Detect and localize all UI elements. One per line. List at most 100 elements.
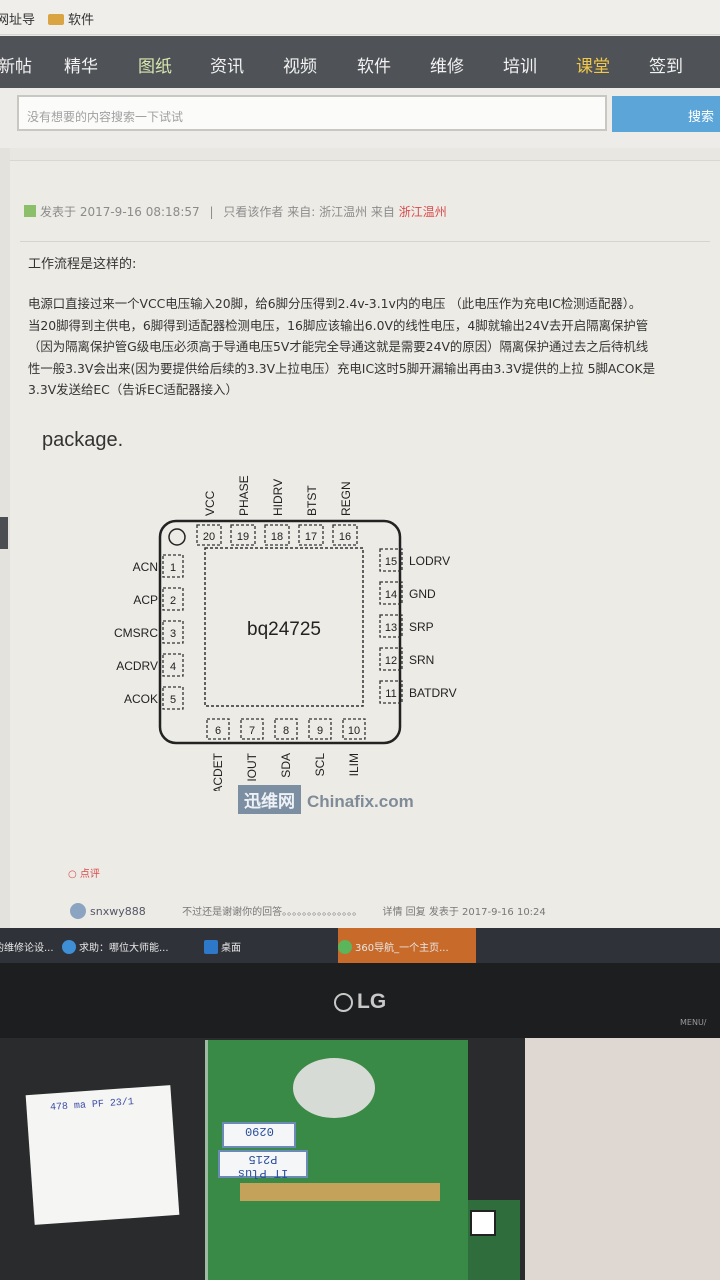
pin-pad	[379, 614, 403, 638]
location: 浙江温州	[319, 205, 368, 219]
pin-pad	[162, 620, 184, 644]
desk-surface	[525, 1038, 720, 1280]
pin-number: 4	[170, 661, 176, 673]
pin-label: IOUT	[245, 752, 259, 781]
reply-row: snxwy888 不过还是谢谢你的回答。。。。。。。。。。。。。。。 详情 回复…	[70, 903, 720, 919]
nav-item-classroom[interactable]: 课堂	[576, 57, 610, 77]
pin-number: 18	[271, 531, 283, 543]
search-input[interactable]: 没有想要的内容搜索一下试试	[17, 95, 607, 131]
pin-number: 20	[203, 531, 215, 543]
pin-label: PHASE	[237, 475, 251, 516]
post-line: 3.3V发送给EC（告诉EC适配器接入）	[28, 382, 238, 397]
post-body: 电源口直接过来一个VCC电压输入20脚，给6脚分压得到2.4v-3.1v内的电压…	[28, 293, 718, 401]
pin-label: ILIM	[347, 753, 361, 776]
pin-pad	[379, 581, 403, 605]
nav-item-featured[interactable]: 精华	[64, 57, 98, 77]
post-line: 电源口直接过来一个VCC电压输入20脚，给6脚分压得到2.4v-3.1v内的电压…	[28, 296, 642, 311]
pin-pad	[196, 524, 222, 546]
pin-pad	[206, 718, 230, 740]
pin-number: 5	[170, 694, 176, 706]
reply-text: 不过还是谢谢你的回答。。。。。。。。。。。。。。。	[182, 907, 363, 918]
pin-number: 15	[385, 556, 397, 568]
pin-number: 10	[348, 725, 360, 737]
bookmark-folder-software[interactable]: 软件	[48, 9, 94, 28]
watermark-text: Chinafix.com	[307, 792, 414, 811]
pin-number: 11	[385, 688, 396, 700]
lg-logo: LG	[334, 990, 386, 1014]
pin-label: SCL	[313, 753, 327, 777]
search-button[interactable]: 搜索	[612, 96, 720, 132]
menu-label: MENU/	[680, 1018, 707, 1027]
pin-pad	[162, 686, 184, 710]
nav-item-new[interactable]: 新帖	[0, 57, 32, 77]
nav-item-schematics[interactable]: 图纸	[138, 57, 172, 77]
pin-label: ACOK	[124, 692, 158, 706]
nav-item-checkin[interactable]: 签到	[649, 57, 683, 77]
pin-pad	[162, 587, 184, 611]
bookmark-item[interactable]: 网址导	[0, 13, 36, 28]
browser-360-icon	[338, 940, 352, 954]
ie-icon	[62, 940, 76, 954]
pin-label: ACP	[133, 593, 158, 607]
post-meta: 发表于 2017-9-16 08:18:57 | 只看该作者 来自: 浙江温州 …	[24, 203, 447, 220]
nav-item-repair[interactable]: 维修	[430, 57, 464, 77]
post-content: 发表于 2017-9-16 08:18:57 | 只看该作者 来自: 浙江温州 …	[10, 160, 720, 931]
nav-item-software[interactable]: 软件	[357, 57, 391, 77]
thermal-pad	[204, 547, 364, 707]
pin-label: SRN	[409, 653, 434, 667]
qr-sticker	[470, 1210, 496, 1236]
nav-item-training[interactable]: 培训	[503, 57, 537, 77]
watermark: 迅维网 Chinafix.com	[238, 785, 414, 814]
pin-pad	[240, 718, 264, 740]
reply-user[interactable]: snxwy888	[90, 905, 146, 918]
side-tab[interactable]	[0, 517, 8, 549]
pin-number: 13	[385, 622, 397, 634]
pin-number: 1	[170, 562, 176, 574]
avatar[interactable]	[70, 903, 86, 919]
pin-pad	[332, 524, 358, 546]
divider	[20, 241, 710, 242]
pin-number: 8	[283, 725, 289, 737]
sticker-label-2: IT Plus P215	[218, 1150, 308, 1180]
pin-pad	[162, 653, 184, 677]
watermark-logo: 迅维网	[238, 785, 301, 814]
bookmark-label: 软件	[68, 13, 95, 28]
pin-pad	[230, 524, 256, 546]
taskbar-item-active[interactable]: 360导航_一个主页...	[338, 928, 476, 963]
taskbar-item[interactable]: 的维修论设...	[0, 943, 54, 954]
reply-actions[interactable]: 详情 回复	[382, 907, 426, 918]
pin-pad	[342, 718, 366, 740]
taskbar-item[interactable]: 桌面	[204, 928, 334, 963]
reply-time: 发表于 2017-9-16 10:24	[428, 907, 546, 918]
bookmarks-bar: 网址导 软件	[0, 0, 720, 35]
pin-label: HIDRV	[271, 479, 285, 516]
pin-pad	[264, 524, 290, 546]
pin-label: GND	[409, 587, 436, 601]
pins-group: 20VCC19PHASE18HIDRV17BTST16REGN1ACN2ACP3…	[114, 475, 457, 791]
sticker-label: 0290	[222, 1122, 296, 1148]
pin-number: 19	[237, 531, 249, 543]
nav-item-video[interactable]: 视频	[283, 57, 317, 77]
pin-number: 2	[170, 595, 176, 607]
pin-number: 6	[215, 725, 221, 737]
lg-circle-icon	[334, 993, 353, 1012]
post-line: 性一般3.3V会出来(因为要提供给后续的3.3V上拉电压）充电IC这时5脚开漏输…	[28, 360, 656, 376]
pin-label: REGN	[339, 481, 353, 516]
chip-outline	[158, 519, 402, 745]
pin-label: ACDET	[211, 752, 225, 791]
pin-label: CMSRC	[114, 626, 158, 640]
pin-label: ACN	[133, 560, 158, 574]
pin-pad	[308, 718, 332, 740]
search-bar: 没有想要的内容搜索一下试试 搜索	[0, 88, 720, 148]
only-author-link[interactable]: 只看该作者	[223, 205, 284, 219]
pin-number: 3	[170, 628, 176, 640]
nav-item-news[interactable]: 资讯	[210, 57, 244, 77]
pin-label: SDA	[279, 753, 293, 778]
taskbar-item[interactable]: 求助：哪位大师能...	[62, 928, 197, 963]
comment-button[interactable]: ○ 点评	[68, 869, 100, 880]
post-icon	[24, 205, 36, 217]
hdd-spindle	[293, 1058, 375, 1118]
post-date: 发表于 2017-9-16 08:18:57	[40, 205, 200, 219]
forum-nav: 新帖 精华 图纸 资讯 视频 软件 维修 培训 课堂 签到	[0, 36, 720, 88]
monitor-bezel	[0, 963, 720, 1038]
